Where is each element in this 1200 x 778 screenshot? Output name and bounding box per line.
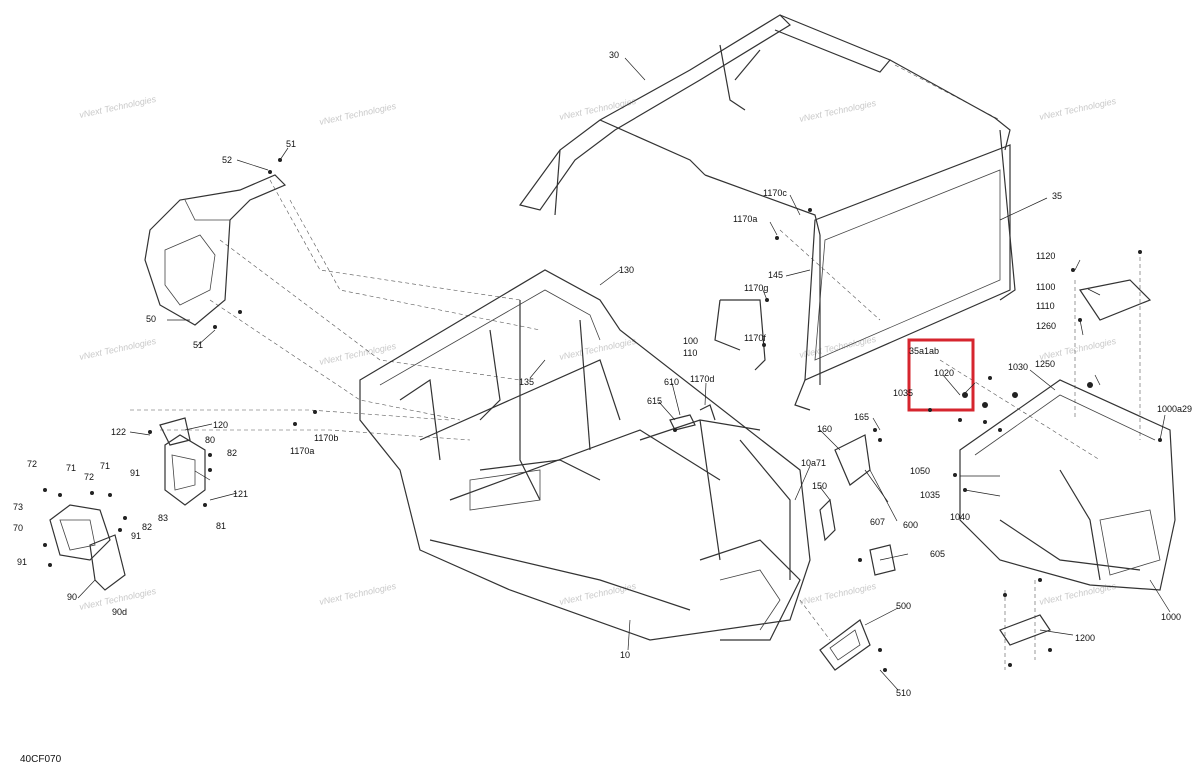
callout-1110: 1110 (1036, 301, 1055, 311)
callout-120: 120 (213, 420, 228, 430)
drawing-code: 40CF070 (20, 754, 62, 765)
callout-1050: 1050 (910, 466, 930, 476)
rear-frame (959, 279, 1176, 591)
callout-90: 90 (67, 592, 77, 602)
callout-610: 610 (664, 377, 679, 387)
callout-91-mid: 91 (131, 531, 141, 541)
assembly-lines (130, 64, 1141, 670)
callout-1000a29: 1000a29 (1157, 404, 1192, 414)
callout-1170a-lower: 1170a (290, 446, 314, 456)
callout-51-lower: 51 (193, 340, 203, 350)
fastener-dots (43, 158, 1162, 672)
callout-145: 145 (768, 270, 783, 280)
callout-72-left: 72 (27, 459, 37, 469)
roll-cage (518, 14, 1016, 411)
callout-1170b: 1170b (314, 433, 338, 443)
left-brackets (49, 417, 206, 591)
callout-150: 150 (812, 481, 827, 491)
callout-1170c: 1170c (763, 188, 787, 198)
callout-82-lower: 82 (142, 522, 152, 532)
watermark: vNext Technologies (1038, 581, 1117, 607)
callout-1170g: 1170g (744, 283, 768, 293)
callout-600: 600 (903, 520, 918, 530)
watermark: vNext Technologies (78, 94, 157, 120)
callout-30: 30 (609, 50, 619, 60)
callout-615: 615 (647, 396, 662, 406)
callout-10a71: 10a71 (801, 458, 826, 468)
watermark: vNext Technologies (798, 98, 877, 124)
leader-lines (77, 57, 1171, 691)
callout-1035-lower: 1035 (920, 490, 940, 500)
callout-1035-upper: 1035 (893, 388, 913, 398)
callout-500: 500 (896, 601, 911, 611)
watermark: vNext Technologies (558, 336, 637, 362)
callout-110: 110 (683, 348, 697, 358)
callout-510: 510 (896, 688, 911, 698)
callout-70: 70 (13, 523, 23, 533)
callout-1040: 1040 (950, 512, 970, 522)
callout-72-right: 72 (84, 472, 94, 482)
callout-135: 135 (519, 377, 534, 387)
watermark: vNext Technologies (558, 96, 637, 122)
callout-1000: 1000 (1161, 612, 1181, 622)
watermark: vNext Technologies (558, 581, 637, 607)
callout-1170a: 1170a (733, 214, 757, 224)
small-parts (669, 404, 1051, 671)
callout-81: 81 (216, 521, 226, 531)
watermark: vNext Technologies (1038, 96, 1117, 122)
callout-605: 605 (930, 549, 945, 559)
callout-1170d: 1170d (690, 374, 714, 384)
callout-91-right: 91 (130, 468, 140, 478)
callout-121: 121 (233, 489, 248, 499)
callout-83: 83 (158, 513, 168, 523)
callout-130: 130 (619, 265, 634, 275)
callout-1120: 1120 (1036, 251, 1055, 261)
callout-1020: 1020 (934, 368, 954, 378)
callout-71-right: 71 (100, 461, 110, 471)
watermarks: vNext Technologies vNext Technologies vN… (78, 94, 1117, 612)
watermark: vNext Technologies (318, 341, 397, 367)
callout-1260: 1260 (1036, 321, 1056, 331)
callout-82-upper: 82 (227, 448, 237, 458)
callout-35: 35 (1052, 191, 1062, 201)
main-frame (359, 269, 811, 641)
callout-1250: 1250 (1035, 359, 1055, 369)
callout-1100: 1100 (1036, 282, 1055, 292)
callout-165: 165 (854, 412, 869, 422)
callout-122: 122 (111, 427, 126, 437)
callout-52: 52 (222, 155, 232, 165)
callout-1170f: 1170f (744, 333, 766, 343)
callout-1200: 1200 (1075, 633, 1095, 643)
watermark: vNext Technologies (798, 581, 877, 607)
callout-73: 73 (13, 502, 23, 512)
callout-100: 100 (683, 336, 698, 346)
callout-10: 10 (620, 650, 630, 660)
callout-1030: 1030 (1008, 362, 1028, 372)
callout-91-left: 91 (17, 557, 27, 567)
callout-51-upper: 51 (286, 139, 296, 149)
callout-35a1ab: 35a1ab (909, 346, 939, 356)
watermark: vNext Technologies (78, 336, 157, 362)
callout-71-left: 71 (66, 463, 76, 473)
callout-160: 160 (817, 424, 832, 434)
callout-80: 80 (205, 435, 215, 445)
callout-607: 607 (870, 517, 885, 527)
watermark: vNext Technologies (318, 101, 397, 127)
watermark: vNext Technologies (318, 581, 397, 607)
callout-labels: 30 35 35a1ab 1020 1035 1030 1250 1260 11… (13, 50, 1192, 698)
callout-50: 50 (146, 314, 156, 324)
highlight-box (907, 338, 975, 412)
front-cradle (144, 174, 287, 326)
callout-90d: 90d (112, 607, 127, 617)
